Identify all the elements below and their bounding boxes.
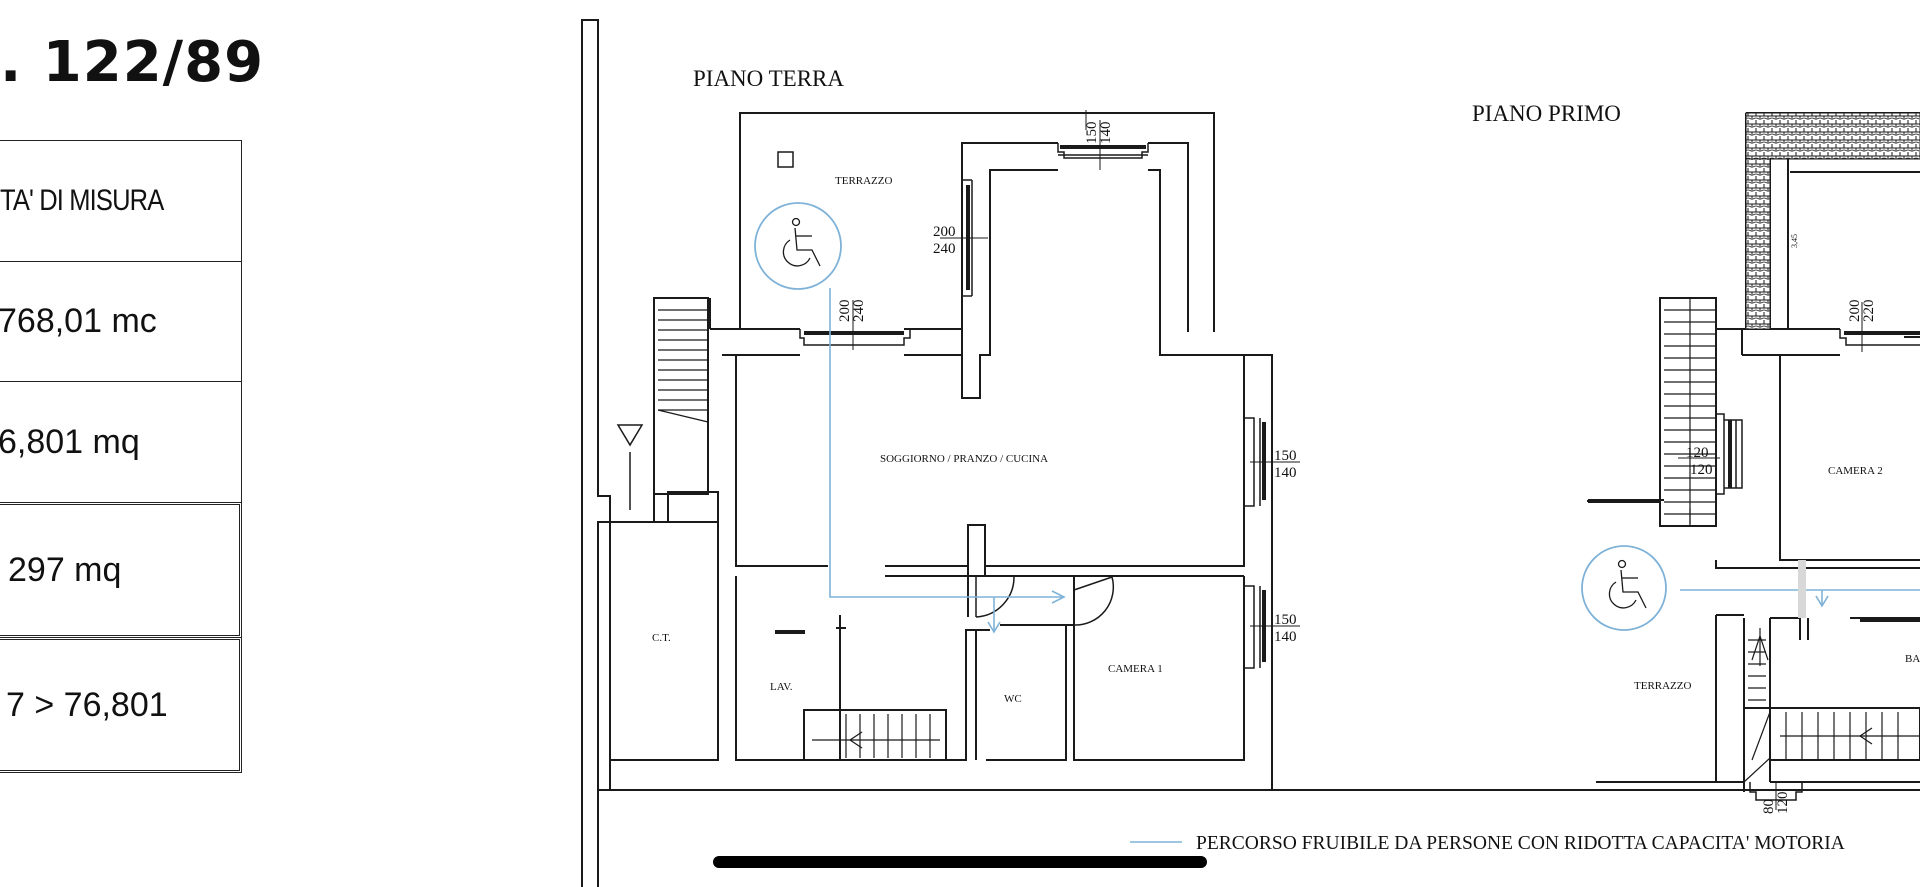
room-label-terrace: TERRAZZO xyxy=(835,175,892,187)
wheelchair-icon xyxy=(754,202,842,290)
room-label-laundry: LAV. xyxy=(770,681,793,693)
ground-floor-doors xyxy=(975,576,1115,626)
window-frames xyxy=(799,143,1261,669)
site-boundary xyxy=(581,19,1920,887)
dim-text: 150 xyxy=(1084,122,1100,145)
room-label-boiler: C.T. xyxy=(652,632,671,644)
room-label-bedroom-1: CAMERA 1 xyxy=(1108,663,1163,675)
entrance-triangle-icon xyxy=(616,424,644,510)
dim-text: 240 xyxy=(933,241,956,257)
first-floor-title: PIANO PRIMO xyxy=(1472,101,1621,126)
dim-text: 200 xyxy=(837,300,853,323)
dim-text: 150 xyxy=(1274,612,1297,628)
dim-text: 140 xyxy=(1274,465,1297,481)
table-row: 297 mq xyxy=(0,502,242,638)
first-floor-windows xyxy=(1728,331,1920,622)
room-label-living: SOGGIORNO / PRANZO / CUCINA xyxy=(880,453,1048,465)
ground-floor-walls xyxy=(609,112,1273,791)
ground-floor-stair-treads xyxy=(657,309,940,758)
wheelchair-icon xyxy=(1581,545,1667,631)
accessible-route-ground xyxy=(829,288,1066,634)
table-header-cell: TA' DI MISURA xyxy=(0,184,164,217)
table-cell: 297 mq xyxy=(8,550,122,589)
dim-text-small: 3,45 xyxy=(1790,234,1799,248)
table-cell: 7 > 76,801 xyxy=(6,685,168,724)
dim-text: 200 xyxy=(933,224,956,240)
table-row: TA' DI MISURA xyxy=(0,140,242,262)
ground-floor-title: PIANO TERRA xyxy=(693,66,844,91)
dim-text: 140 xyxy=(1274,629,1297,645)
room-label-terrace-first: TERRAZZO xyxy=(1634,680,1691,692)
dim-text: 150 xyxy=(1274,448,1297,464)
table-cell: 768,01 mc xyxy=(0,302,157,340)
dim-text: 200 xyxy=(1847,300,1863,323)
dim-text: 220 xyxy=(1861,300,1877,323)
terrace-square xyxy=(777,151,794,168)
ground-floor-windows xyxy=(775,145,1266,662)
home-indicator-bar[interactable] xyxy=(713,856,1207,868)
legend-text: PERCORSO FRUIBILE DA PERSONE CON RIDOTTA… xyxy=(1196,833,1845,854)
table-row: 6,801 mq xyxy=(0,381,242,503)
page-title: . 122/89 xyxy=(0,30,265,95)
dim-text: 140 xyxy=(1098,122,1114,145)
room-label-bath: BA xyxy=(1905,653,1920,665)
ground-floor-dim-ticks xyxy=(852,110,1300,627)
dim-text: 240 xyxy=(851,300,867,323)
table-row: 7 > 76,801 xyxy=(0,637,242,773)
dim-text: 120 xyxy=(1775,792,1791,815)
table-cell: 6,801 mq xyxy=(0,422,140,461)
dim-text: 120 xyxy=(1686,445,1709,461)
room-label-bedroom-2: CAMERA 2 xyxy=(1828,465,1883,477)
first-floor-stair-treads xyxy=(1664,298,1920,783)
room-label-wc: WC xyxy=(1004,693,1022,705)
first-floor-dim-ticks xyxy=(1678,302,1863,810)
roof-tiles xyxy=(1745,112,1920,330)
dim-text: 120 xyxy=(1690,462,1713,478)
dim-text: 80 xyxy=(1761,799,1777,814)
